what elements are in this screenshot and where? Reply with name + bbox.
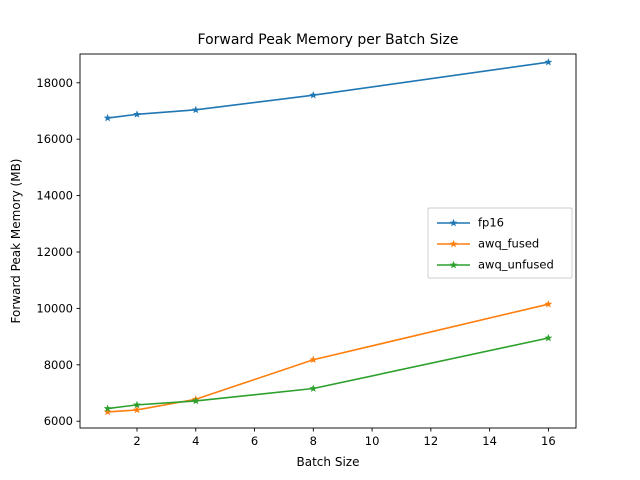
legend-label-fp16[interactable]: fp16 — [478, 216, 504, 230]
legend-label-awq_unfused[interactable]: awq_unfused — [478, 258, 554, 272]
data-point-marker — [191, 396, 200, 405]
x-tick-label: 4 — [192, 434, 199, 448]
x-tick-label: 6 — [251, 434, 258, 448]
data-series-group — [103, 58, 553, 416]
series-awq_unfused — [103, 333, 553, 412]
x-tick-label: 8 — [310, 434, 317, 448]
axes-frame — [79, 53, 577, 429]
data-point-marker — [544, 300, 553, 308]
x-tick-label: 2 — [133, 434, 140, 448]
y-tick-label: 18000 — [36, 76, 73, 90]
data-point-marker — [309, 384, 318, 392]
y-tick-label: 10000 — [36, 301, 73, 315]
data-point-marker — [133, 110, 141, 118]
legend-background — [427, 207, 573, 279]
data-point-marker — [103, 407, 112, 416]
data-point-marker — [544, 58, 553, 66]
data-point-marker — [309, 91, 318, 99]
x-axis-label: Batch Size — [297, 455, 360, 469]
legend-marker-awq_unfused — [449, 260, 458, 269]
data-point-marker — [133, 405, 141, 414]
y-axis-label: Forward Peak Memory (MB) — [9, 159, 23, 324]
series-fp16 — [103, 58, 553, 122]
legend-marker-fp16 — [449, 218, 458, 227]
y-tick-label: 16000 — [36, 132, 73, 146]
x-tick-label: 10 — [365, 434, 380, 448]
x-axis-ticks: 2 4 6 8 10 12 14 16 — [133, 428, 556, 448]
data-point-marker — [103, 404, 112, 412]
data-point-marker — [544, 333, 553, 342]
data-point-marker — [103, 113, 112, 122]
x-tick-label: 16 — [541, 434, 556, 448]
chart-title: Forward Peak Memory per Batch Size — [198, 32, 459, 48]
y-tick-label: 8000 — [44, 358, 73, 372]
y-tick-label: 12000 — [36, 245, 73, 259]
y-axis-ticks: 6000 8000 10000 12000 14000 16000 18000 — [36, 76, 80, 428]
y-tick-label: 6000 — [44, 414, 73, 428]
x-tick-label: 12 — [424, 434, 439, 448]
x-tick-label: 14 — [482, 434, 497, 448]
chart-legend[interactable]: fp16 awq_fused awq_unfused — [427, 207, 573, 279]
data-point-marker — [309, 355, 318, 364]
data-point-marker — [133, 400, 141, 409]
legend-marker-awq_fused — [449, 239, 458, 248]
y-tick-label: 14000 — [36, 189, 73, 203]
data-point-marker — [191, 105, 200, 114]
legend-label-awq_fused[interactable]: awq_fused — [478, 237, 539, 251]
